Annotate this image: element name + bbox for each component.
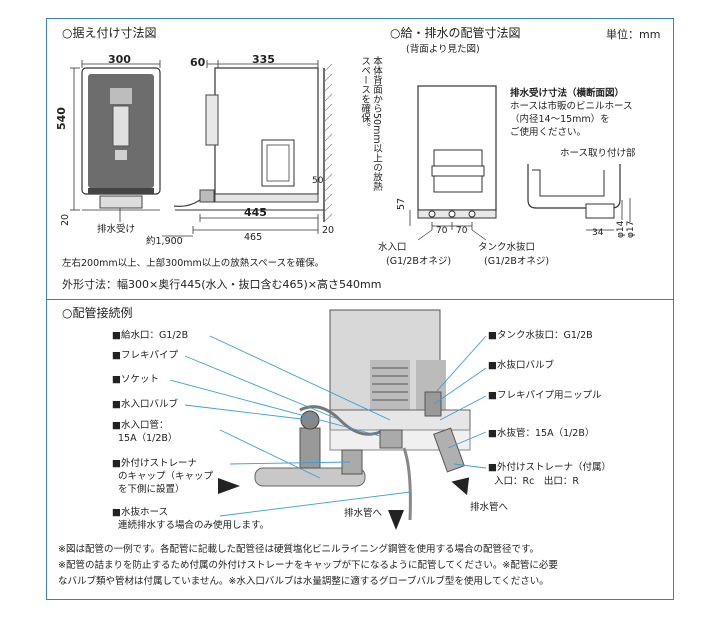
label-strainer-io: 入口：Rc 出口：R xyxy=(494,476,579,487)
label-inlet-pipe: ■水入口管： xyxy=(112,420,169,431)
label-tank-drain-port: ■タンク水抜口：G1/2B xyxy=(488,330,593,341)
hose-mount-label: ホース取り付け部 xyxy=(560,148,636,159)
label-strainer-cap-2: のキャップ（キャップ xyxy=(118,471,214,482)
tank-drain-spec: (G1/2Bオネジ) xyxy=(484,256,550,267)
label-socket: ■ソケット xyxy=(112,374,159,385)
connection-heading: ○配管接続例 xyxy=(62,306,133,320)
inlet-label: 水入口 xyxy=(378,242,407,253)
dim-rear-50: 50 xyxy=(312,176,324,186)
label-drain-valve: ■水抜口バルブ xyxy=(488,360,554,371)
dim-depth-445: 445 xyxy=(244,206,267,219)
dim-depth-465: 465 xyxy=(244,232,263,243)
label-to-drain-2: 排水管へ xyxy=(470,502,509,513)
note-line-1: ※図は配管の一例です。各配管に記載した配管径は硬質塩化ビニルライニング鋼管を使用… xyxy=(58,544,540,555)
label-external-strainer: ■外付けストレーナ（付属） xyxy=(488,462,611,473)
dim-70b: 70 xyxy=(456,226,468,236)
drain-section-title: 排水受け寸法（横断面図） xyxy=(510,88,625,99)
tank-drain-label: タンク水抜口 xyxy=(478,242,536,253)
drain-section-text-2: （内径14〜15mm）を xyxy=(510,114,610,125)
note-line-3: なバルブ類や管材は付属していません。※水入口バルブは水量調整に適するグローブバル… xyxy=(58,576,549,587)
label-inlet-pipe-size: 15A（1/2B） xyxy=(118,433,178,444)
section-divider xyxy=(46,299,674,300)
label-to-drain-1: 排水管へ xyxy=(344,508,383,519)
label-strainer-cap-3: を下側に設置） xyxy=(118,484,185,495)
label-drain-hose: ■水抜ホース xyxy=(112,507,169,518)
dim-drain-offset: 約1,900 xyxy=(146,236,183,247)
installation-heading: ○据え付け寸法図 xyxy=(62,26,157,40)
drain-section-text-1: ホースは市販のビニルホース xyxy=(510,101,633,112)
dim-rear-gap-20: 20 xyxy=(322,225,335,236)
drain-section-text-3: ご使用ください。 xyxy=(510,127,587,138)
piping-dims-subheading: (背面より見た図) xyxy=(406,44,480,55)
dim-34: 34 xyxy=(592,228,604,238)
label-inlet-valve: ■水入口バルブ xyxy=(112,399,178,410)
dim-depth-335: 335 xyxy=(252,53,275,66)
label-flexible-pipe: ■フレキパイプ xyxy=(112,350,178,361)
heat-space-vertical-note: 本体背面から50mm以上の放熱スペースを確保。 xyxy=(359,56,382,192)
label-strainer-cap: ■外付けストレーナ xyxy=(112,458,197,469)
clearance-note: 左右200mm以上、上部300mm以上の放熱スペースを確保。 xyxy=(62,258,325,269)
label-inlet-port: ■給水口：G1/2B xyxy=(112,330,189,341)
piping-dims-heading: ○給・排水の配管寸法図 xyxy=(390,26,521,40)
unit-label: 単位：mm xyxy=(606,28,661,41)
dim-width-300: 300 xyxy=(108,53,131,66)
outer-dimensions: 外形寸法：幅300×奥行445(水入・抜口含む465)×高さ540mm xyxy=(62,278,382,291)
dim-top-rear-60: 60 xyxy=(190,56,206,69)
dim-70a: 70 xyxy=(436,226,448,236)
inlet-spec: (G1/2Bオネジ) xyxy=(386,256,452,267)
label-drain-hose-note: 連続排水する場合のみ使用します。 xyxy=(118,520,270,531)
label-flex-nipple: ■フレキパイプ用ニップル xyxy=(488,390,602,401)
drain-receiver-label: 排水受け xyxy=(97,224,136,235)
spec-frame xyxy=(46,18,674,600)
note-line-2: ※配管の詰まりを防止するため付属の外付けストレーナをキャップが下になるように配管… xyxy=(58,560,558,571)
label-drain-pipe-size: ■水抜管：15A（1/2B） xyxy=(488,428,595,439)
